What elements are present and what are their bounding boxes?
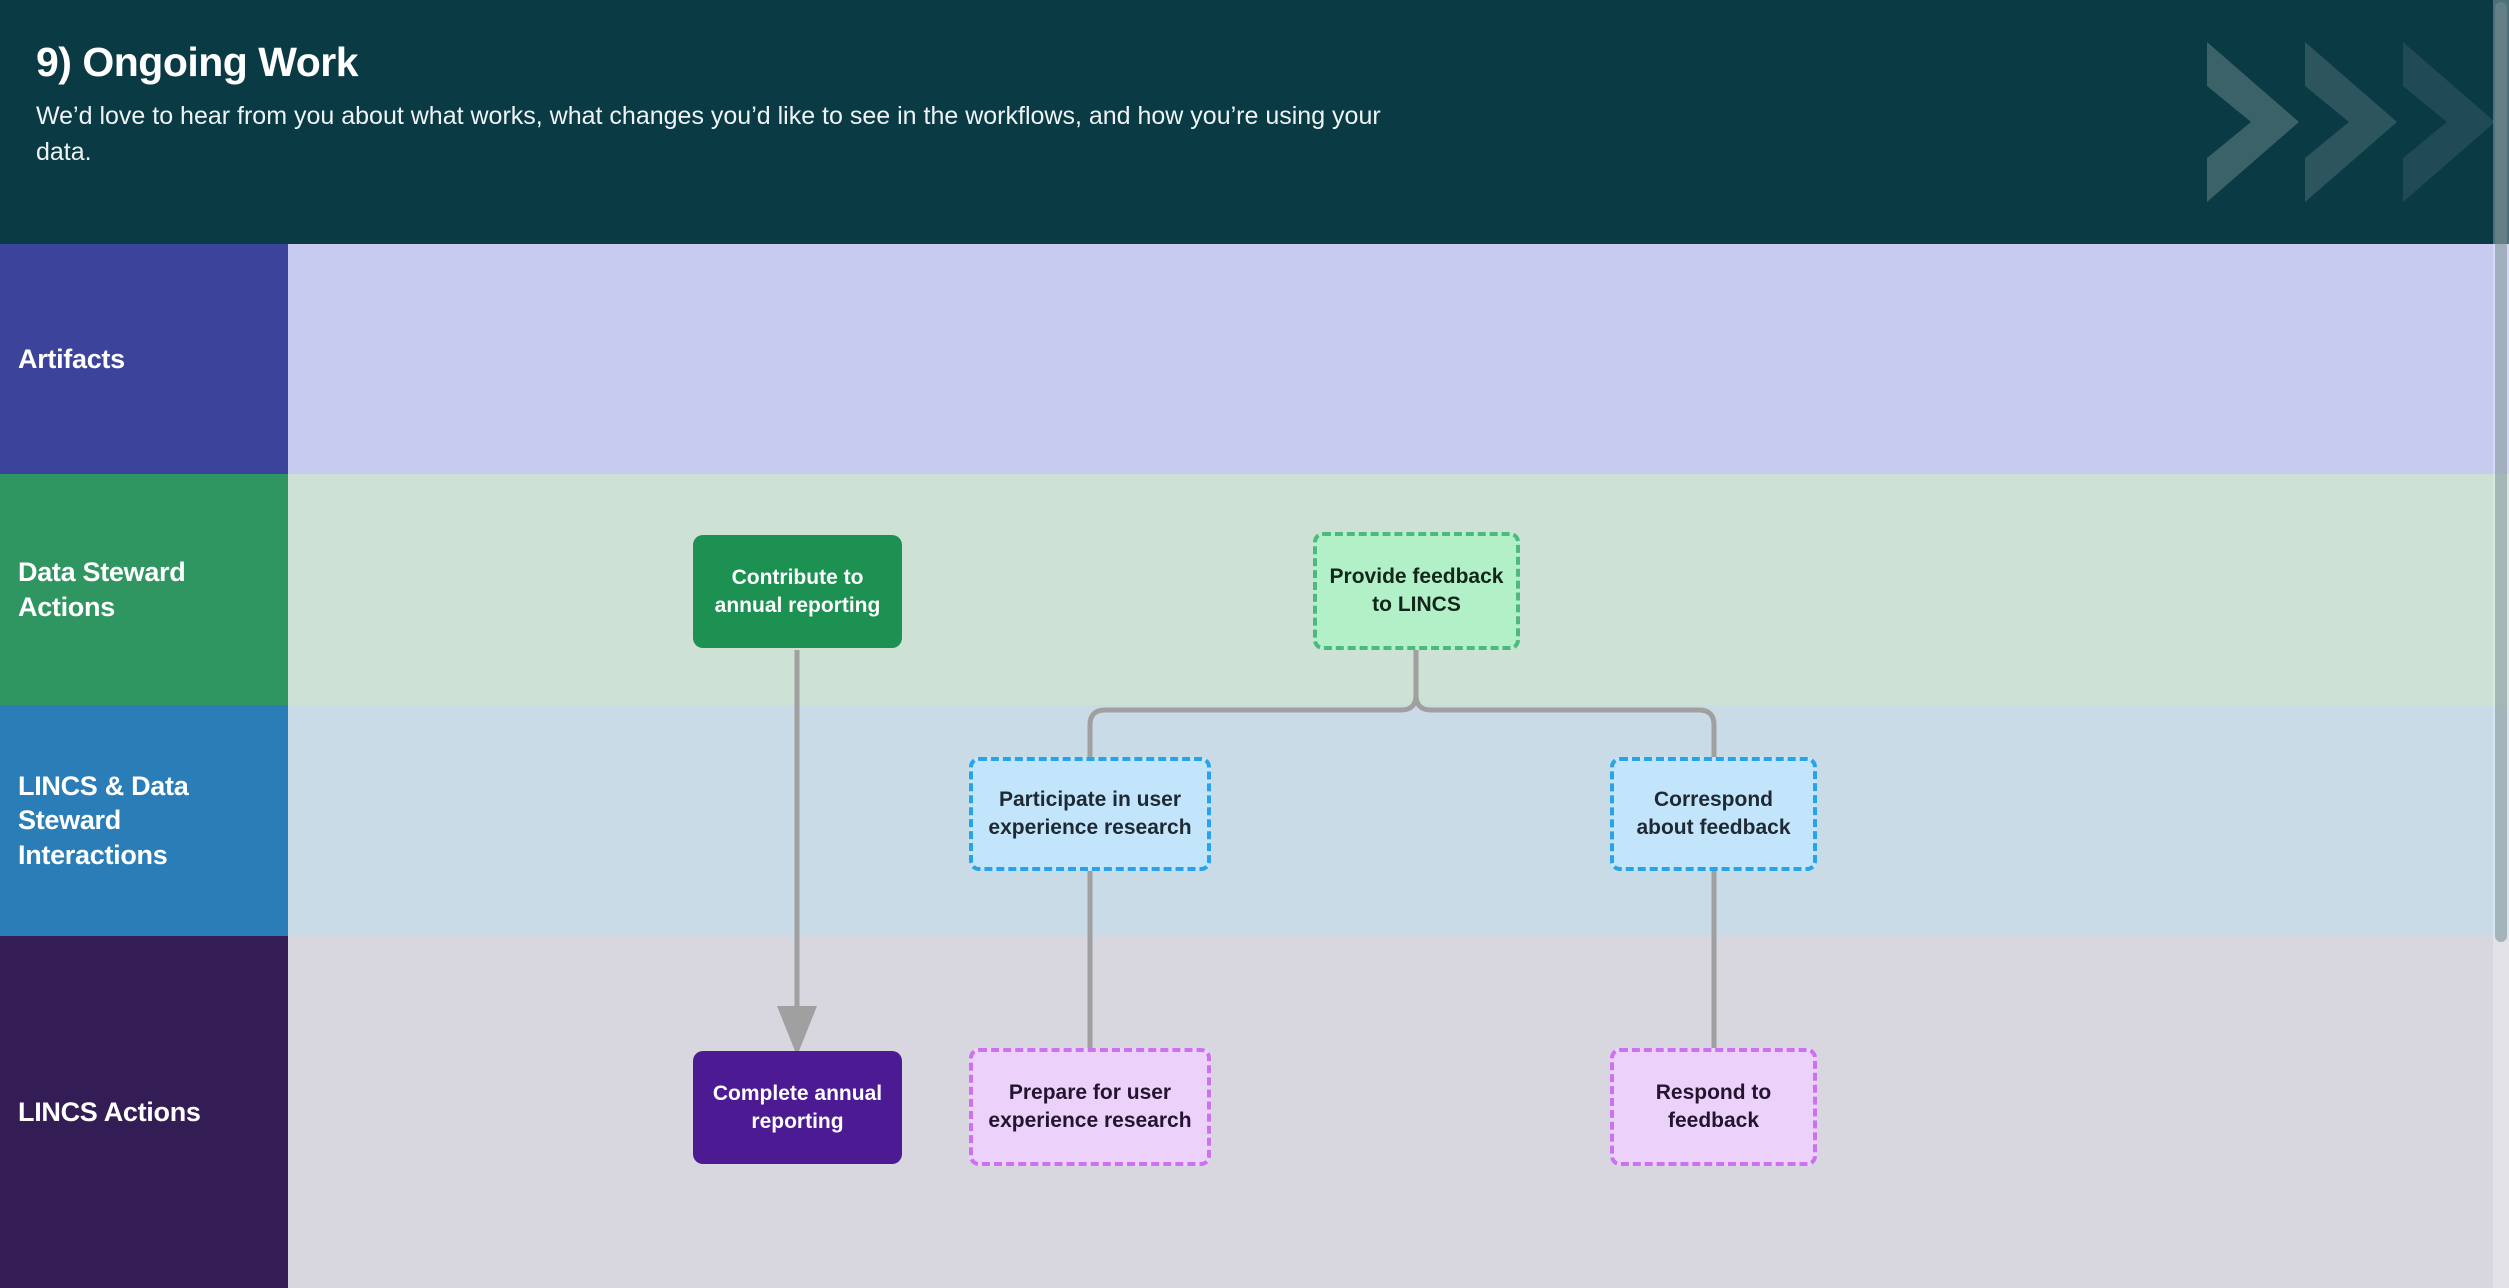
swimlane-label-text: LINCS Actions [18,1096,201,1127]
node-prepare-for-user-experience-research[interactable]: Prepare for user experience research [969,1048,1211,1166]
swimlane-label-text: Artifacts [18,343,125,374]
page-title: 9) Ongoing Work [36,39,359,85]
node-participate-in-user-experience-research[interactable]: Participate in user experience research [969,757,1211,871]
vertical-scrollbar-track[interactable] [2493,0,2509,1288]
swimlane-label-text: Data Steward Actions [18,556,186,622]
swimlane-label-text: LINCS & Data Steward Interactions [18,770,189,870]
chevron-right-icon [2199,38,2307,206]
chevron-right-icon [2297,38,2405,206]
swimlane-data-steward-actions: Data Steward Actions [0,474,2509,705]
node-provide-feedback-to-lincs[interactable]: Provide feedback to LINCS [1313,532,1520,650]
swimlane-lincs-actions: LINCS Actions [0,936,2509,1288]
page-subtitle: We’d love to hear from you about what wo… [36,102,1381,166]
chevron-right-icon [2395,38,2503,206]
swimlane-body-artifacts [288,244,2509,474]
swimlane-label-lincs-data-steward-interactions: LINCS & Data Steward Interactions [0,705,288,936]
swimlane-body-lincs-data-steward-interactions [288,705,2509,936]
vertical-scrollbar-thumb[interactable] [2495,2,2507,942]
swimlane-body-lincs-actions [288,936,2509,1288]
header-text-block: 9) Ongoing Work We’d love to hear from y… [36,39,1436,170]
swimlane-label-lincs-actions: LINCS Actions [0,936,288,1288]
swimlane-lincs-data-steward-interactions: LINCS & Data Steward Interactions [0,705,2509,936]
node-complete-annual-reporting[interactable]: Complete annual reporting [693,1051,902,1164]
swimlane-artifacts: Artifacts [0,244,2509,474]
node-contribute-to-annual-reporting[interactable]: Contribute to annual reporting [693,535,902,648]
page-header: 9) Ongoing Work We’d love to hear from y… [0,0,2509,244]
swimlane-label-artifacts: Artifacts [0,244,288,474]
swimlane-label-data-steward-actions: Data Steward Actions [0,474,288,705]
node-respond-to-feedback[interactable]: Respond to feedback [1610,1048,1817,1166]
node-correspond-about-feedback[interactable]: Correspond about feedback [1610,757,1817,871]
